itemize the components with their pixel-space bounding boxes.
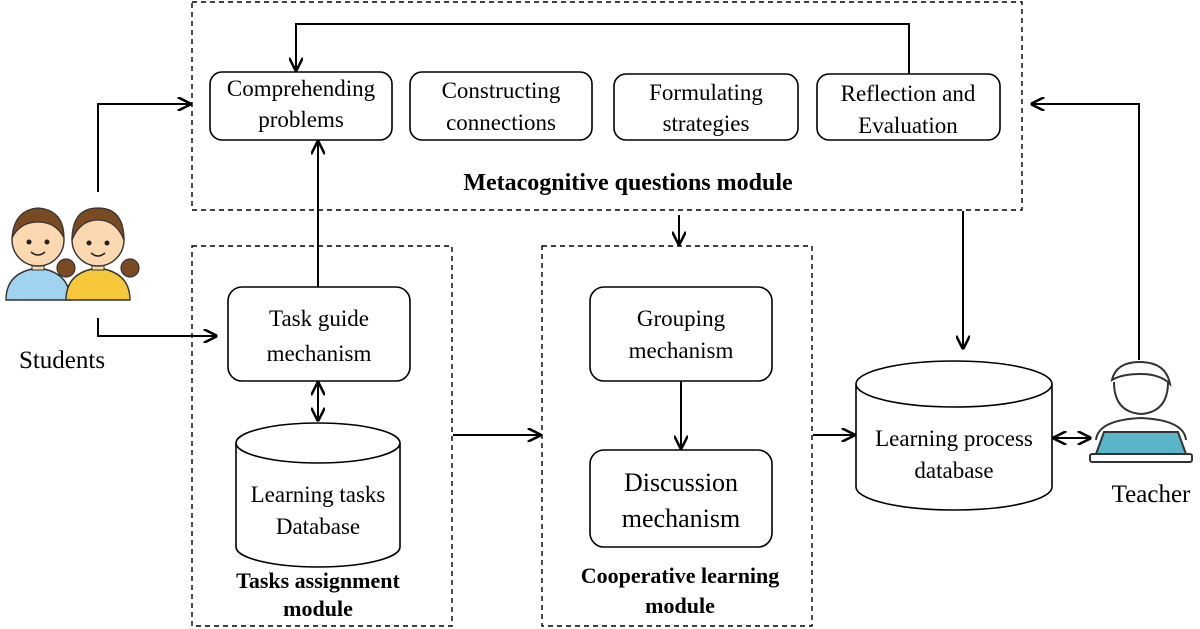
students-label: Students (19, 347, 105, 374)
step-comprehending: Comprehending problems (209, 71, 393, 141)
discussion-line1: Discussion (624, 468, 738, 497)
arrow-students-to-comprehending (97, 104, 190, 192)
metacognitive-module-title: Metacognitive questions module (463, 170, 793, 196)
step-comprehending-line1: Comprehending (227, 76, 376, 101)
arrow-students-to-task-guide (97, 318, 216, 336)
step-reflection-line1: Reflection and (841, 81, 976, 106)
learning-process-database: Learning process database (855, 360, 1053, 511)
arrow-teacher-to-reflection (1032, 104, 1140, 360)
coop-module-title-line2: module (645, 593, 715, 618)
learning-tasks-database: Learning tasks Database (235, 422, 401, 568)
task-guide-box: Task guide mechanism (227, 286, 411, 382)
step-formulating-line2: strategies (663, 111, 750, 136)
arrow-reflection-to-comprehending (296, 23, 910, 74)
teacher-label: Teacher (1112, 481, 1191, 508)
tasks-module-title-line2: module (283, 596, 353, 621)
step-reflection-line2: Evaluation (858, 113, 958, 138)
step-constructing: Constructing connections (409, 71, 593, 141)
process-db-line2: database (914, 458, 993, 483)
discussion-line2: mechanism (622, 504, 740, 533)
tasks-module-title-line1: Tasks assignment (236, 568, 400, 593)
coop-module-frame (541, 245, 813, 627)
step-reflection: Reflection and Evaluation (816, 73, 1001, 141)
grouping-line1: Grouping (637, 306, 726, 331)
students-icon (5, 207, 140, 301)
grouping-line2: mechanism (629, 338, 734, 363)
discussion-box: Discussion mechanism (589, 449, 773, 548)
process-db-line1: Learning process (875, 426, 1033, 451)
step-formulating-line1: Formulating (649, 80, 763, 105)
tasks-db-line1: Learning tasks (251, 482, 386, 507)
step-formulating: Formulating strategies (613, 73, 799, 141)
step-constructing-line1: Constructing (442, 78, 561, 103)
teacher-at-laptop-icon (1089, 360, 1193, 463)
step-constructing-line2: connections (446, 110, 556, 135)
step-comprehending-line2: problems (258, 107, 344, 132)
metacognitive-module-frame (191, 1, 1023, 211)
grouping-box: Grouping mechanism (589, 286, 773, 382)
task-guide-line1: Task guide (269, 306, 369, 331)
tasks-db-line2: Database (276, 514, 360, 539)
task-guide-line2: mechanism (267, 341, 372, 366)
tasks-module-frame (191, 245, 453, 627)
coop-module-title-line1: Cooperative learning (581, 563, 780, 588)
